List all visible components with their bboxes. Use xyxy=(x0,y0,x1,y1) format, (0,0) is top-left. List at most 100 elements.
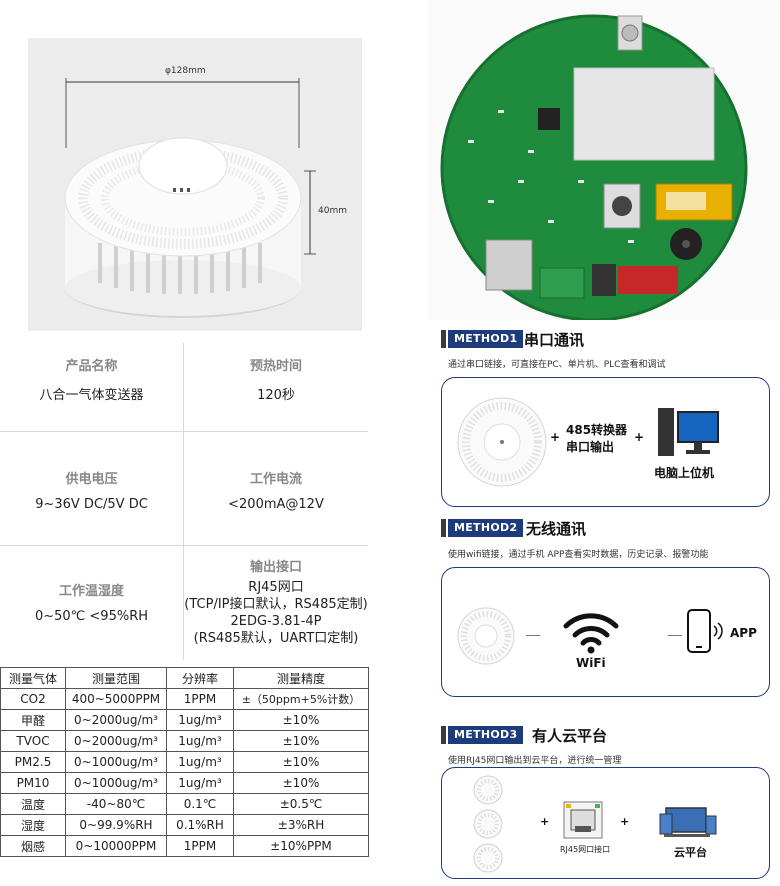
spec-preheat: 预热时间 120秒 xyxy=(184,343,368,432)
table-cell: 0.1%RH xyxy=(166,814,234,836)
table-cell: 1ug/m³ xyxy=(166,772,234,794)
table-cell: PM2.5 xyxy=(0,751,66,773)
table-cell: 1PPM xyxy=(166,688,234,710)
table-cell: 0~99.9%RH xyxy=(65,814,167,836)
table-cell: PM10 xyxy=(0,772,66,794)
table-cell: 温度 xyxy=(0,793,66,815)
table-cell: 甲醛 xyxy=(0,709,66,731)
table-row: TVOC 0~2000ug/m³ 1ug/m³ ±10% xyxy=(0,730,369,752)
method-description: 使用wifi链接，通过手机 APP查看实时数据，历史记录、报警功能 xyxy=(448,550,709,560)
pcb-photo xyxy=(428,0,780,322)
spec-product-name: 产品名称 八合一气体变送器 xyxy=(0,343,184,432)
ethernet-port-icon xyxy=(563,801,603,839)
table-cell: ±3%RH xyxy=(233,814,369,836)
method-diagram: WiFi APP xyxy=(441,567,770,697)
sensor-stack-icon xyxy=(473,775,503,873)
method-marker xyxy=(441,330,446,348)
wifi-label: WiFi xyxy=(576,656,606,670)
table-row: 甲醛 0~2000ug/m³ 1ug/m³ ±10% xyxy=(0,709,369,731)
method-title: 无线通讯 xyxy=(526,520,587,538)
spec-label: 预热时间 xyxy=(249,359,302,374)
table-cell: 0~1000ug/m³ xyxy=(65,772,167,794)
table-header-row: 测量气体 测量范围 分辨率 测量精度 xyxy=(0,667,369,689)
plus-sign: + xyxy=(550,430,561,444)
target-label: APP xyxy=(730,626,757,640)
product-photo: φ128mm 40mm xyxy=(28,38,362,331)
spec-value-line: RJ45网口 xyxy=(248,580,304,595)
table-cell: -40~80℃ xyxy=(65,793,167,815)
circuit-board-image xyxy=(440,14,748,322)
port-label: RJ45网口接口 xyxy=(560,845,611,854)
target-label: 云平台 xyxy=(674,846,707,859)
spec-label: 供电电压 xyxy=(65,472,118,487)
method-diagram: + 485转换器 串口输出 + 电脑上位机 xyxy=(441,377,770,507)
table-cell: 湿度 xyxy=(0,814,66,836)
method-description: 使用RJ45网口输出到云平台，进行统一管理 xyxy=(448,756,622,766)
method-badge: METHOD1 xyxy=(448,330,524,348)
spec-label: 工作温湿度 xyxy=(58,584,124,599)
table-row: CO2 400~5000PPM 1PPM ±（50ppm+5%计数） xyxy=(0,688,369,710)
method-marker xyxy=(441,726,446,744)
plus-sign: + xyxy=(540,815,550,828)
table-row: 烟感 0~10000PPM 1PPM ±10%PPM xyxy=(0,835,369,857)
table-row: 湿度 0~99.9%RH 0.1%RH ±3%RH xyxy=(0,814,369,836)
table-cell: 1ug/m³ xyxy=(166,730,234,752)
spec-label: 产品名称 xyxy=(65,359,118,374)
desktop-computer-icon xyxy=(658,408,719,456)
wifi-icon xyxy=(563,613,619,654)
converter-label: 485转换器 xyxy=(566,423,628,437)
table-cell: ±0.5℃ xyxy=(233,793,369,815)
table-cell: ±10% xyxy=(233,709,369,731)
table-cell: CO2 xyxy=(0,688,66,710)
table-cell: 0~10000PPM xyxy=(65,835,167,857)
spec-value: 120秒 xyxy=(257,388,295,403)
cloud-platform-devices-icon xyxy=(659,807,717,837)
spec-label: 输出接口 xyxy=(249,560,302,575)
method-title: 有人云平台 xyxy=(532,727,608,745)
spec-label: 工作电流 xyxy=(249,472,302,487)
spec-current: 工作电流 <200mA@12V xyxy=(184,432,368,546)
plus-sign: + xyxy=(634,430,645,444)
spec-value-line: (RS485默认，UART口定制) xyxy=(193,631,359,646)
measurement-table: 测量气体 测量范围 分辨率 测量精度 CO2 400~5000PPM 1PPM … xyxy=(0,667,369,857)
spec-value-line: (TCP/IP接口默认，RS485定制) xyxy=(184,597,368,612)
sensor-device-image xyxy=(64,78,316,318)
table-row: 温度 -40~80℃ 0.1℃ ±0.5℃ xyxy=(0,793,369,815)
table-cell: 400~5000PPM xyxy=(65,688,167,710)
table-cell: 0~1000ug/m³ xyxy=(65,751,167,773)
connector-line xyxy=(668,635,682,636)
spec-environment: 工作温湿度 0~50℃ <95%RH xyxy=(0,546,184,660)
plus-sign: + xyxy=(620,815,630,828)
table-cell: 0~2000ug/m³ xyxy=(65,709,167,731)
sensor-device-icon xyxy=(457,397,547,487)
converter-label: 串口输出 xyxy=(566,440,615,454)
table-cell: 0~2000ug/m³ xyxy=(65,730,167,752)
table-header: 测量气体 xyxy=(0,667,66,689)
spec-value-line: 2EDG-3.81-4P xyxy=(230,614,322,629)
target-label: 电脑上位机 xyxy=(654,466,715,480)
width-dimension-label: φ128mm xyxy=(165,66,206,76)
table-row: PM10 0~1000ug/m³ 1ug/m³ ±10% xyxy=(0,772,369,794)
method-marker xyxy=(441,519,446,537)
spec-value: <200mA@12V xyxy=(228,497,324,512)
table-cell: 1PPM xyxy=(166,835,234,857)
table-header: 测量范围 xyxy=(65,667,167,689)
method-badge: METHOD2 xyxy=(448,519,524,537)
table-cell: ±（50ppm+5%计数） xyxy=(233,688,369,710)
method-description: 通过串口链接，可直接在PC、单片机、PLC查看和调试 xyxy=(448,360,666,370)
table-cell: 1ug/m³ xyxy=(166,751,234,773)
table-row: PM2.5 0~1000ug/m³ 1ug/m³ ±10% xyxy=(0,751,369,773)
table-cell: ±10% xyxy=(233,772,369,794)
smartphone-icon xyxy=(687,609,723,653)
table-header: 测量精度 xyxy=(233,667,369,689)
spec-output: 输出接口 RJ45网口 (TCP/IP接口默认，RS485定制) 2EDG-3.… xyxy=(184,546,368,660)
table-cell: ±10% xyxy=(233,730,369,752)
table-cell: ±10%PPM xyxy=(233,835,369,857)
table-cell: 0.1℃ xyxy=(166,793,234,815)
connector-line xyxy=(526,635,540,636)
table-cell: TVOC xyxy=(0,730,66,752)
sensor-device-icon xyxy=(457,607,515,665)
spec-value: 0~50℃ <95%RH xyxy=(34,609,149,624)
table-header: 分辨率 xyxy=(166,667,234,689)
spec-value: 八合一气体变送器 xyxy=(39,388,144,403)
